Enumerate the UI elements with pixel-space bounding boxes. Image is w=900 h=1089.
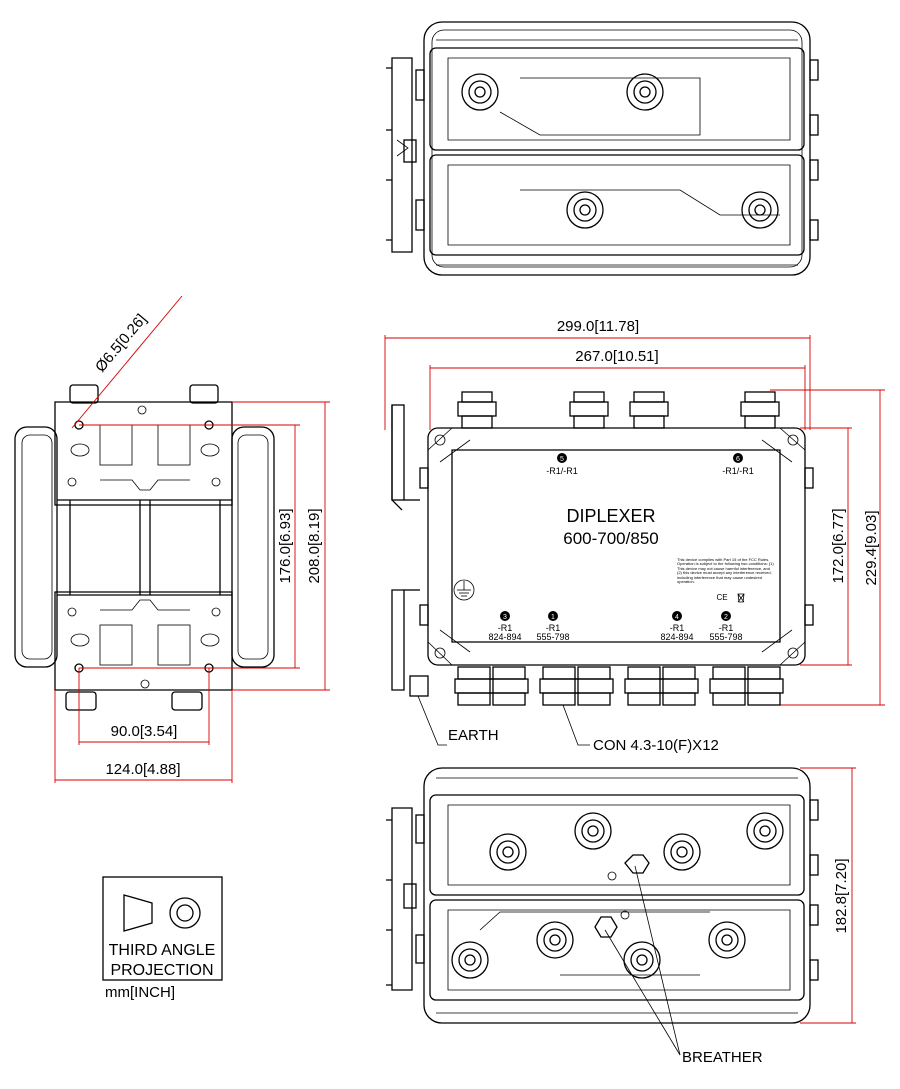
breather-vent-icon bbox=[594, 916, 618, 938]
side-outer-height-dimension: 208.0[8.19] bbox=[306, 508, 323, 583]
port-label-2: 2 -R1 555-798 bbox=[709, 611, 743, 642]
connector-callout: CON 4.3-10(F)X12 bbox=[593, 737, 719, 754]
overall-width-dimension: 299.0[11.78] bbox=[557, 318, 639, 335]
port-number: 2 bbox=[724, 614, 728, 621]
port-range: 824-894 bbox=[488, 632, 521, 642]
breather-vent-icon bbox=[624, 854, 650, 874]
body-width-dimension: 267.0[10.51] bbox=[575, 348, 658, 365]
bottom-connector bbox=[624, 666, 664, 706]
bottom-depth-dimension: 182.8[7.20] bbox=[833, 858, 850, 933]
fcc-notice-wrap: This device complies with Part 15 of the… bbox=[677, 558, 774, 585]
port-range: 555-798 bbox=[709, 632, 742, 642]
port-number: 1 bbox=[551, 614, 555, 621]
port-range: 555-798 bbox=[536, 632, 569, 642]
connector-leader bbox=[562, 704, 590, 746]
port-label-text: -R1 bbox=[719, 623, 734, 633]
top-connector bbox=[569, 391, 609, 429]
top-connector bbox=[629, 391, 669, 429]
fcc-notice: This device complies with Part 15 of the… bbox=[677, 558, 774, 585]
port-label-4: 4 -R1 824-894 bbox=[660, 611, 694, 642]
dimension-labels: Ø6.5[0.26] 299.0[11.78] 267.0[10.51] 172… bbox=[92, 311, 880, 934]
units-label: mm[INCH] bbox=[105, 984, 175, 1001]
port-label-6: 6 -R1/-R1 bbox=[722, 453, 754, 476]
top-view-connector bbox=[461, 73, 499, 111]
body-height-dimension: 172.0[6.77] bbox=[830, 508, 847, 583]
bottom-connector bbox=[539, 666, 579, 706]
bottom-connector bbox=[574, 666, 614, 706]
side-inner-height-dimension: 176.0[6.93] bbox=[277, 508, 294, 583]
port-number: 4 bbox=[675, 614, 679, 621]
projection-circle-icon bbox=[169, 897, 201, 929]
top-view-connector bbox=[741, 191, 779, 229]
side-outer-width-dimension: 124.0[4.88] bbox=[105, 761, 180, 778]
diameter-dimension: Ø6.5[0.26] bbox=[92, 311, 150, 376]
bottom-view-connector bbox=[451, 941, 489, 979]
product-bands: 600-700/850 bbox=[563, 529, 658, 548]
top-view-connector bbox=[626, 73, 664, 111]
frustum-icon bbox=[123, 894, 153, 932]
projection-symbol: THIRD ANGLE PROJECTION mm[INCH] bbox=[102, 876, 223, 1001]
port-label-3: 3 -R1 824-894 bbox=[488, 611, 522, 642]
port-label-text: -R1/-R1 bbox=[546, 466, 578, 476]
top-connector bbox=[740, 391, 780, 429]
port-label-1: 1 -R1 555-798 bbox=[536, 611, 570, 642]
port-range: 824-894 bbox=[660, 632, 693, 642]
projection-line2: PROJECTION bbox=[110, 962, 213, 979]
bottom-view-connector bbox=[536, 921, 574, 959]
bottom-connector bbox=[659, 666, 699, 706]
port-label-text: -R1 bbox=[498, 623, 513, 633]
bottom-view-connector bbox=[663, 833, 701, 871]
earth-leader bbox=[417, 695, 447, 746]
breather-callout: BREATHER bbox=[682, 1049, 763, 1066]
port-label-text: -R1 bbox=[546, 623, 561, 633]
overall-height-dimension: 229.4[9.03] bbox=[863, 510, 880, 585]
port-label-text: -R1/-R1 bbox=[722, 466, 754, 476]
weee-icon bbox=[737, 593, 745, 603]
bottom-view-connector bbox=[623, 941, 661, 979]
bottom-connector bbox=[489, 666, 529, 706]
side-view bbox=[14, 295, 330, 783]
projection-line1: THIRD ANGLE bbox=[109, 942, 216, 959]
front-view: 5 -R1/-R1 6 -R1/-R1 3 -R1 824-894 1 -R1 … bbox=[384, 335, 885, 746]
bottom-view-connector bbox=[574, 812, 612, 850]
ce-mark: CE bbox=[716, 593, 727, 602]
bottom-connector bbox=[709, 666, 749, 706]
top-view-connector bbox=[566, 191, 604, 229]
port-number: 5 bbox=[560, 456, 564, 463]
bottom-connector bbox=[744, 666, 784, 706]
bottom-view-connector bbox=[489, 833, 527, 871]
product-name: DIPLEXER bbox=[566, 506, 655, 526]
top-connector bbox=[457, 391, 497, 429]
port-label-text: -R1 bbox=[670, 623, 685, 633]
bottom-view bbox=[386, 767, 856, 1056]
bottom-connector bbox=[454, 666, 494, 706]
top-view bbox=[386, 21, 819, 276]
bottom-view-connector bbox=[746, 812, 784, 850]
side-inner-width-dimension: 90.0[3.54] bbox=[111, 723, 178, 740]
port-number: 6 bbox=[736, 456, 740, 463]
port-label-5: 5 -R1/-R1 bbox=[546, 453, 578, 476]
port-number: 3 bbox=[503, 614, 507, 621]
ground-symbol-icon bbox=[453, 579, 475, 601]
bottom-view-connector bbox=[708, 921, 746, 959]
earth-callout: EARTH bbox=[448, 727, 499, 744]
